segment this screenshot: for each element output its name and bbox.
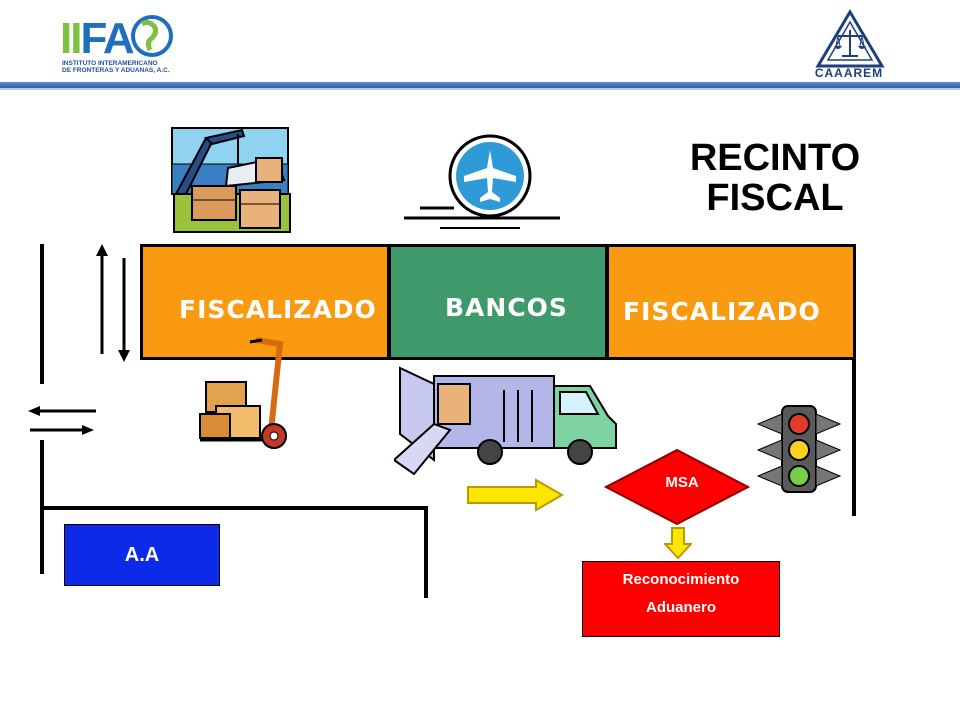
right-boundary-line [852, 360, 856, 516]
diagram-title: RECINTO FISCAL [689, 137, 861, 219]
agente-aduanal-box: A.A [64, 524, 220, 586]
lower-boundary-line [44, 506, 428, 510]
header-divider-highlight [0, 88, 960, 90]
fiscalizado-right-label: FISCALIZADO [623, 297, 821, 326]
fiscalizado-right-zone: FISCALIZADO [606, 244, 856, 360]
iifa-logo-subtitle: INSTITUTO INTERAMERICANO DE FRONTERAS Y … [62, 60, 170, 74]
traffic-light-icon [756, 405, 842, 493]
caaarem-logo-text: CAAAREM [814, 66, 884, 80]
left-boundary-line-upper [40, 244, 44, 384]
horizontal-two-way-arrows-icon [28, 406, 96, 435]
down-arrow-icon [664, 527, 692, 560]
msa-decision-diamond [604, 448, 750, 526]
vertical-two-way-arrows-icon [96, 244, 130, 362]
reconocimiento-aduanero-box: Reconocimiento Aduanero [582, 561, 780, 637]
caaarem-scales-logo-icon [815, 9, 885, 68]
fiscalizado-left-label: FISCALIZADO [179, 295, 377, 324]
globe-logo-icon [131, 15, 173, 57]
airplane-icon [404, 134, 560, 229]
inner-boundary-line [424, 506, 428, 598]
fiscalizado-left-zone: FISCALIZADO [140, 244, 390, 360]
left-boundary-line-lower [40, 440, 44, 574]
msa-label: MSA [665, 474, 699, 491]
delivery-truck-clipart [394, 366, 617, 476]
iifa-logo: IIFA [60, 14, 135, 63]
bancos-zone: BANCOS [388, 244, 608, 360]
port-crane-clipart [171, 127, 291, 233]
bancos-label: BANCOS [445, 293, 568, 322]
yellow-arrow-icon [467, 478, 565, 512]
hand-truck-clipart [199, 337, 287, 449]
header-divider [0, 82, 960, 88]
